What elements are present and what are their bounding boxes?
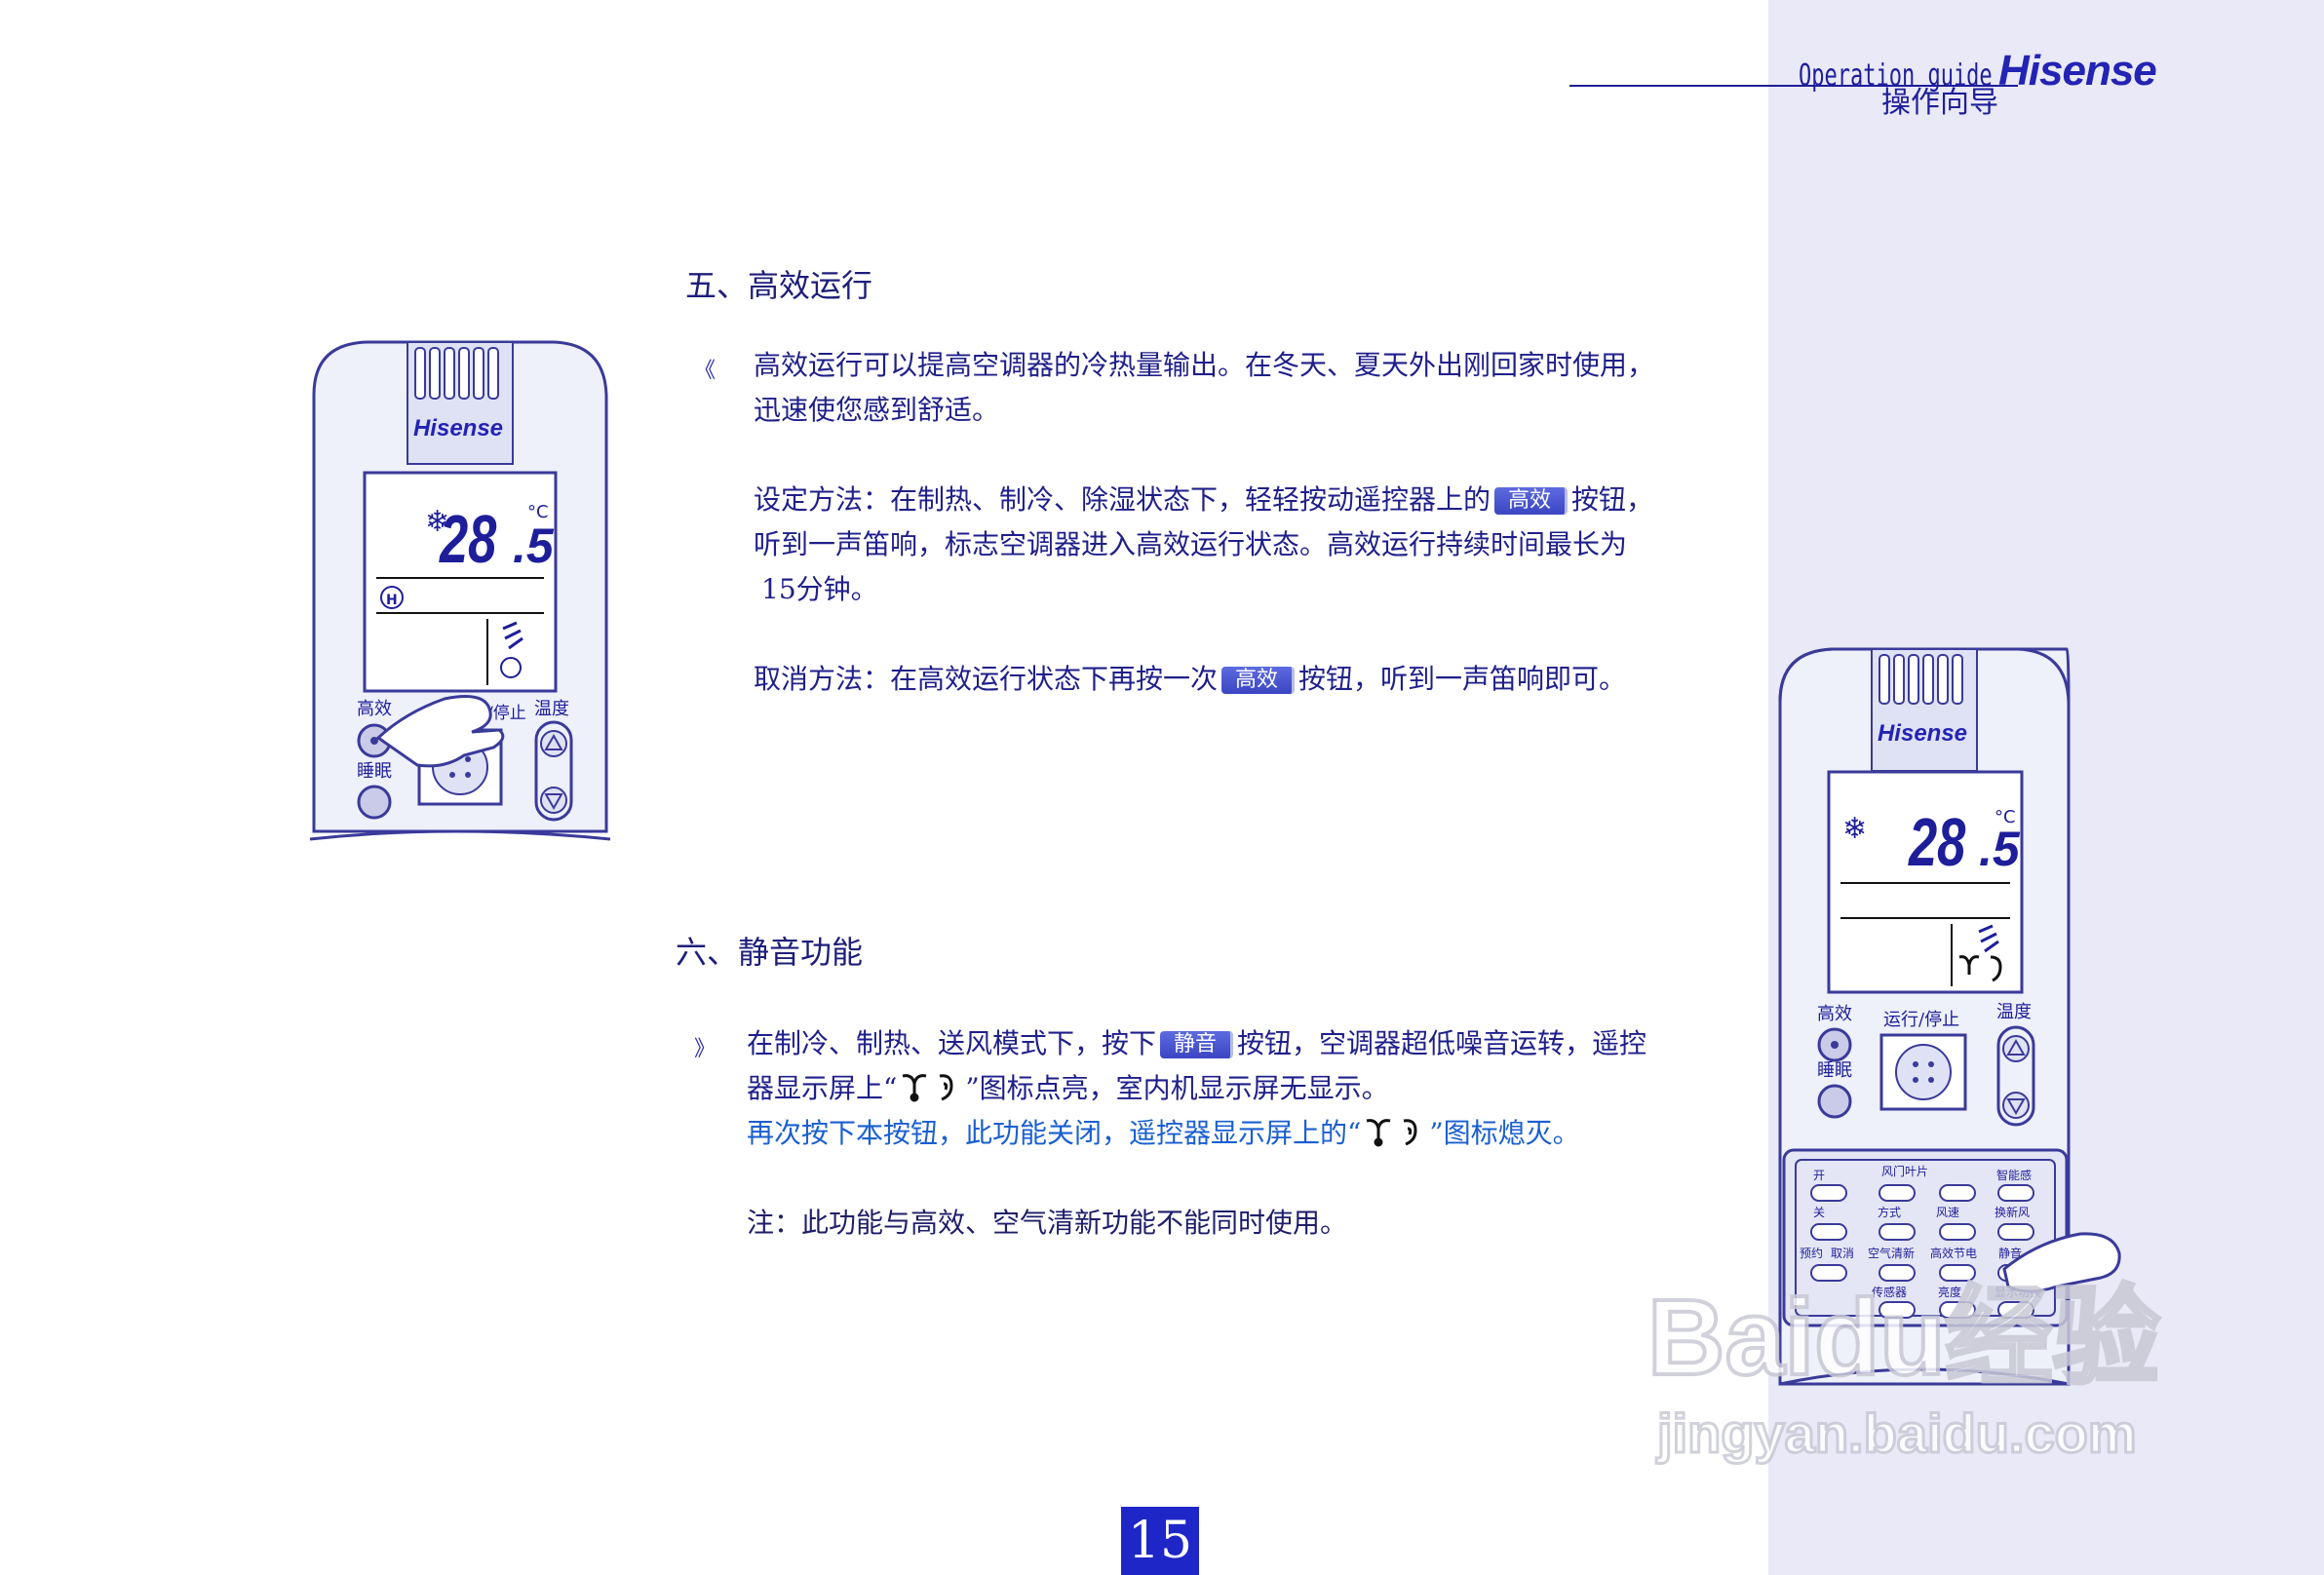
lower-label-12: 传感器 [1872, 1285, 1907, 1299]
remote-right-label-sleep: 睡眠 [1817, 1060, 1852, 1081]
section6-note: 注：此功能与高效、空气清新功能不能同时使用。 [747, 1207, 1348, 1239]
section5-set-line1: 设定方法：在制热、制冷、除湿状态下，轻轻按动遥控器上的高效按钮， [754, 478, 1758, 522]
lower-label-11: 静音 [1998, 1246, 2022, 1260]
section6-line2-pre: 器显示屏上“ [747, 1072, 898, 1104]
header-op-guide: Operation guide [1799, 59, 1993, 94]
lower-label-0: 开 [1813, 1169, 1825, 1182]
remote-right-label-run: 运行/停止 [1883, 1010, 1959, 1030]
fan-icon [500, 657, 522, 678]
baidu-watermark: Baidu经验 jingyan.baidu.com [1647, 1276, 2162, 1466]
section6-line3: 再次按下本按钮，此功能关闭，遥控器显示屏上的“ ”图标熄灭。 [747, 1111, 1761, 1156]
remote-right-temp-dec: .5 [1979, 822, 2021, 876]
remote-left-unit: °C [527, 502, 549, 522]
gaoxiao-pill-2: 高效 [1221, 667, 1296, 694]
lower-label-9: 空气清新 [1868, 1246, 1915, 1260]
pointing-hand-icon [375, 695, 505, 768]
section6-line2-post: ”图标点亮，室内机显示屏无显示。 [965, 1072, 1389, 1104]
lower-label-7: 预约 [1800, 1246, 1823, 1260]
section5-cancel-post: 按钮，听到一声笛响即可。 [1298, 663, 1627, 695]
lower-label-2: 智能感 [1996, 1168, 2032, 1182]
lower-label-8: 取消 [1831, 1247, 1854, 1260]
remote-left: Hisense ❄ 28 .5 °C H 高效 运行/停止 温度 睡眠 [309, 340, 611, 841]
remote-right: Hisense ❄ 28 .5 °C 高效 运行/停止 温度 睡眠 开 风门叶片… [1778, 647, 2121, 1386]
section5-title: 五、高效运行 [685, 267, 873, 304]
section5-intro-line1: 高效运行可以提高空调器的冷热量输出。在冬天、夏天外出刚回家时使用， [754, 349, 1655, 381]
section5-set: 设定方法：在制热、制冷、除湿状态下，轻轻按动遥控器上的高效按钮， 听到一声笛响，… [754, 478, 1758, 612]
section6-body: 在制冷、制热、送风模式下，按下静音按钮，空调器超低噪音运转，遥控 器显示屏上“ ”… [747, 1021, 1761, 1246]
snowflake-icon-right: ❄ [1842, 812, 1867, 846]
section6-line2: 器显示屏上“ ”图标点亮，室内机显示屏无显示。 [747, 1066, 1761, 1111]
section6-line3-post: ”图标熄灭。 [1429, 1117, 1580, 1149]
temp-up-icon [544, 733, 563, 750]
remote-left-temp-int: 28 [439, 502, 497, 578]
remote-right-temp-int: 28 [1908, 805, 1966, 881]
section6-line1-pre: 在制冷、制热、送风模式下，按下 [747, 1027, 1157, 1059]
lower-label-5: 风速 [1936, 1206, 1959, 1219]
remote-right-unit: °C [1995, 807, 2016, 827]
remote-left-label-gaoxiao: 高效 [357, 699, 392, 719]
remote-right-label-temp: 温度 [1996, 1002, 2032, 1022]
quiet-mode-icon-remote [1958, 955, 2002, 982]
gaoxiao-pill: 高效 [1494, 487, 1569, 515]
temp-down-icon [544, 793, 563, 811]
lower-label-10: 高效节电 [1930, 1246, 1977, 1260]
lower-label-13: 亮度 [1938, 1285, 1961, 1299]
section5-cancel: 取消方法：在高效运行状态下再按一次高效按钮，听到一声笛响即可。 [754, 657, 1758, 702]
section6-line3-pre: 再次按下本按钮，此功能关闭，遥控器显示屏上的“ [747, 1117, 1362, 1149]
section5-set-line3: 15分钟。 [761, 573, 878, 605]
lower-label-4: 方式 [1878, 1205, 1901, 1219]
remote-left-label-temp: 温度 [534, 699, 569, 719]
section5-set-line2: 听到一声笛响，标志空调器进入高效运行状态。高效运行持续时间最长为 [754, 528, 1628, 560]
remote-left-temp-dec: .5 [513, 519, 555, 573]
section5-set-pre: 设定方法：在制热、制冷、除湿状态下，轻轻按动遥控器上的 [754, 483, 1491, 516]
section5-bullet: 《 [694, 359, 717, 383]
section5-intro-line2: 迅速使您感到舒适。 [754, 394, 1000, 426]
page-number: 15 [1121, 1507, 1199, 1575]
lower-label-1: 风门叶片 [1881, 1164, 1928, 1178]
header-op-guide-cn: 操作向导 [1881, 86, 1998, 120]
lower-label-6: 换新风 [1995, 1205, 2030, 1219]
jingyin-pill: 静音 [1160, 1031, 1234, 1058]
section5-cancel-pre: 取消方法：在高效运行状态下再按一次 [754, 663, 1219, 695]
header-rule [1569, 85, 2018, 87]
remote-left-sleep-button [357, 785, 392, 820]
brand-logo: Hisense [1998, 47, 2157, 95]
section6-line1: 在制冷、制热、送风模式下，按下静音按钮，空调器超低噪音运转，遥控 [747, 1021, 1761, 1066]
remote-right-label-gaoxiao: 高效 [1817, 1004, 1852, 1024]
high-efficiency-icon: H [386, 593, 398, 608]
watermark-line1: Baidu经验 [1647, 1278, 2160, 1398]
remote-right-brand: Hisense [1878, 720, 1967, 747]
section5-set-post: 按钮， [1571, 483, 1654, 516]
remote-left-brand: Hisense [413, 415, 503, 442]
section6-title: 六、静音功能 [676, 934, 864, 971]
section6-bullet: 》 [694, 1037, 717, 1061]
snowflake-icon: ❄ [425, 505, 449, 539]
section5-intro: 高效运行可以提高空调器的冷热量输出。在冬天、夏天外出刚回家时使用， 迅速使您感到… [754, 343, 1758, 433]
quiet-mode-icon [903, 1074, 953, 1102]
quiet-mode-icon-2 [1367, 1119, 1417, 1147]
pointing-hand-icon-right [2002, 1232, 2121, 1293]
remote-left-label-sleep: 睡眠 [357, 761, 392, 782]
lower-label-3: 关 [1813, 1206, 1825, 1219]
watermark-line2: jingyan.baidu.com [1656, 1402, 2137, 1464]
section6-line1-post: 按钮，空调器超低噪音运转，遥控 [1237, 1027, 1647, 1059]
